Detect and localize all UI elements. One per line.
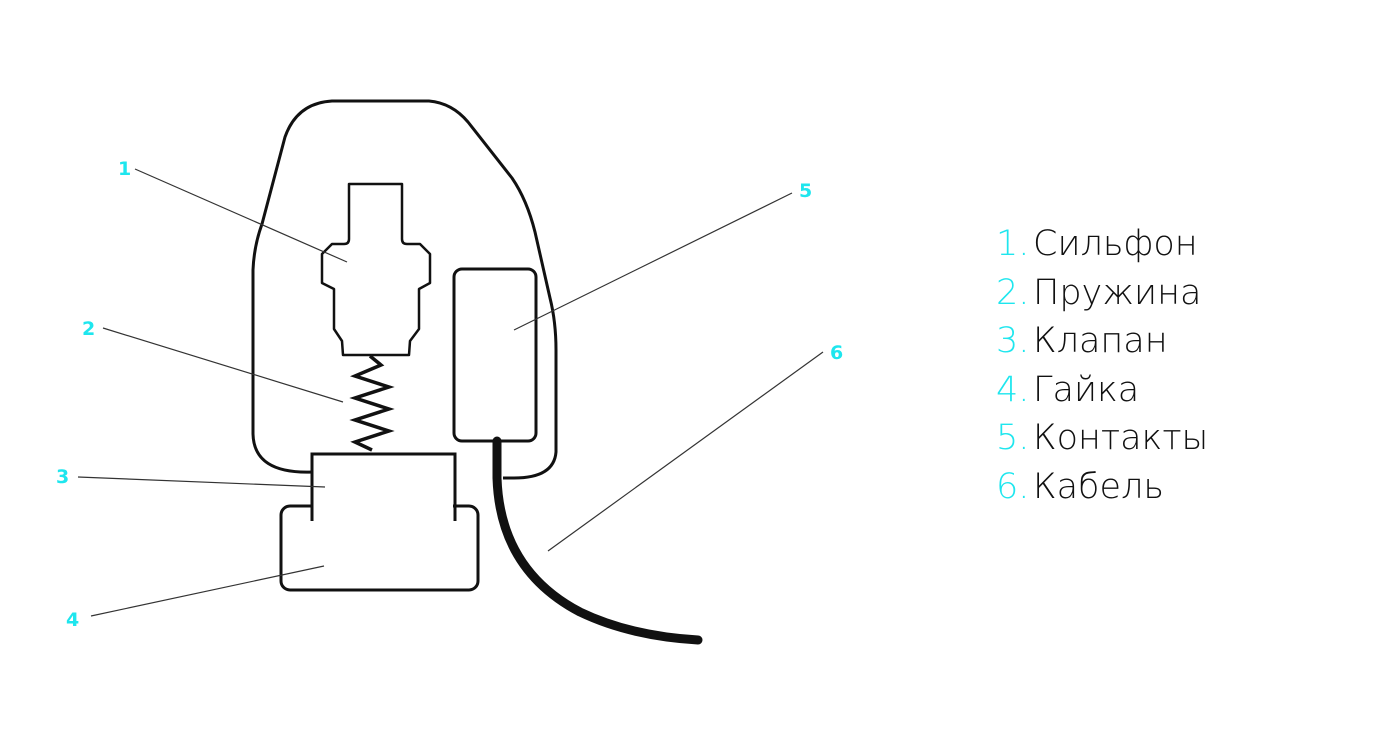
leader-lines — [77, 168, 824, 617]
callout-1: 1 — [118, 158, 131, 180]
spring-shape — [349, 354, 395, 452]
leader-line-2 — [102, 327, 344, 403]
legend-num-3: 3. — [996, 321, 1030, 362]
legend-item-1: 1.Сильфон — [996, 222, 1208, 271]
legend-label-2: Пружина — [1033, 272, 1202, 313]
leader-line-5 — [513, 192, 793, 331]
legend-item-3: 3.Клапан — [996, 319, 1208, 368]
housing-outline — [251, 99, 558, 480]
leader-line-3 — [77, 476, 326, 488]
leader-line-1 — [134, 168, 348, 263]
legend-item-5: 5.Контакты — [996, 416, 1208, 465]
leader-line-4 — [90, 565, 325, 617]
legend-label-1: Сильфон — [1033, 224, 1198, 264]
legend-num-1: 1. — [996, 224, 1030, 264]
callout-6: 6 — [830, 342, 843, 364]
leader-line-6 — [547, 351, 824, 552]
callout-2: 2 — [82, 318, 95, 340]
legend-label-6: Кабель — [1033, 466, 1164, 507]
legend-label-4: Гайка — [1033, 369, 1140, 410]
legend: 1.Сильфон 2.Пружина 3.Клапан 4.Гайка 5.К… — [996, 222, 1208, 514]
callout-3: 3 — [56, 466, 69, 488]
legend-label-5: Контакты — [1033, 418, 1209, 459]
legend-num-2: 2. — [996, 272, 1030, 313]
contacts-shape — [452, 267, 538, 443]
legend-label-3: Клапан — [1033, 321, 1168, 362]
callout-4: 4 — [66, 609, 79, 631]
legend-item-6: 6.Кабель — [996, 465, 1208, 514]
legend-num-5: 5. — [996, 418, 1030, 459]
legend-num-6: 6. — [996, 466, 1030, 507]
legend-item-2: 2.Пружина — [996, 271, 1208, 320]
legend-num-4: 4. — [996, 369, 1030, 410]
legend-item-4: 4.Гайка — [996, 368, 1208, 417]
callout-5: 5 — [799, 180, 812, 202]
cable-shape — [492, 436, 703, 645]
bellows-shape — [320, 182, 432, 357]
